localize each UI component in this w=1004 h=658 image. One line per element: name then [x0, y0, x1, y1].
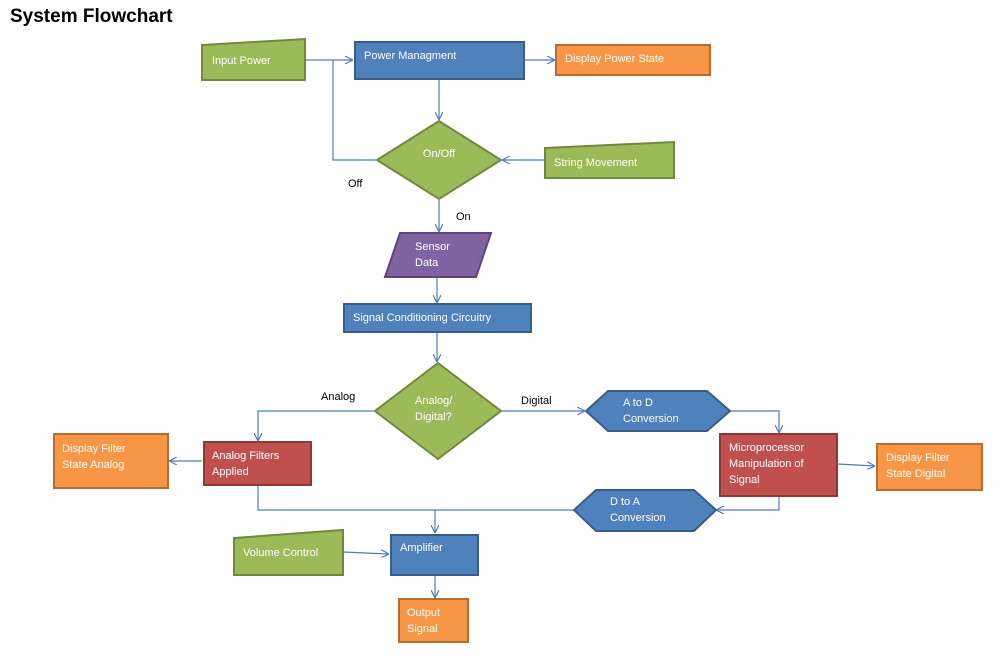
node-display-filter-analog-line1: Display Filter	[62, 443, 126, 455]
node-sensor-data-line2: Data	[415, 257, 439, 269]
node-on-off-decision: On/Off	[375, 119, 503, 201]
node-output-signal-line2: Signal	[407, 623, 438, 635]
node-display-filter-digital: Display Filter State Digital	[876, 443, 983, 491]
node-on-off-label: On/Off	[423, 148, 456, 160]
connectors	[170, 60, 874, 597]
node-sensor-data: Sensor Data	[383, 232, 493, 278]
edge-volume-to-amplifier	[342, 552, 388, 554]
edge-label-digital: Digital	[521, 395, 552, 407]
node-a-to-d-line2: Conversion	[623, 413, 679, 425]
node-d-to-a-line2: Conversion	[610, 512, 666, 524]
edge-label-analog: Analog	[321, 391, 355, 403]
node-power-management-label: Power Managment	[364, 50, 456, 62]
node-signal-conditioning-label: Signal Conditioning Circuitry	[353, 312, 492, 324]
node-analog-filters-line1: Analog Filters	[212, 450, 280, 462]
edge-micro-to-dtoa	[717, 497, 780, 510]
node-microprocessor-line1: Microprocessor	[729, 442, 805, 454]
node-sensor-data-line1: Sensor	[415, 241, 450, 253]
node-power-management: Power Managment	[354, 41, 525, 80]
page-title: System Flowchart	[10, 6, 173, 27]
node-d-to-a: D to A Conversion	[572, 489, 718, 532]
node-output-signal: Output Signal	[398, 598, 469, 643]
edge-label-on: On	[456, 211, 471, 223]
node-display-filter-digital-line1: Display Filter	[886, 452, 950, 464]
node-string-movement-label: String Movement	[554, 157, 637, 169]
node-analog-filters-line2: Applied	[212, 466, 249, 478]
node-display-filter-digital-line2: State Digital	[886, 468, 945, 480]
node-microprocessor: Microprocessor Manipulation of Signal	[719, 433, 838, 497]
node-input-power: Input Power	[201, 37, 306, 81]
node-analog-digital-line2: Digital?	[415, 411, 452, 423]
edge-analog-to-bus	[257, 486, 437, 511]
node-amplifier-label: Amplifier	[400, 542, 443, 554]
edge-onoff-off-loop	[332, 60, 376, 161]
edge-micro-to-display	[837, 464, 874, 466]
node-volume-control-label: Volume Control	[243, 547, 318, 559]
node-analog-filters: Analog Filters Applied	[203, 441, 312, 486]
node-output-signal-line1: Output	[407, 607, 440, 619]
node-display-power-state: Display Power State	[555, 44, 711, 76]
node-string-movement: String Movement	[544, 140, 675, 179]
node-a-to-d-line1: A to D	[623, 397, 653, 409]
edge-label-off: Off	[348, 178, 363, 190]
node-signal-conditioning: Signal Conditioning Circuitry	[343, 303, 532, 333]
node-display-filter-analog: Display Filter State Analog	[53, 433, 169, 489]
node-microprocessor-line2: Manipulation of	[729, 458, 805, 470]
node-input-power-label: Input Power	[212, 55, 271, 67]
node-display-filter-analog-line2: State Analog	[62, 459, 124, 471]
node-display-power-state-label: Display Power State	[565, 53, 664, 65]
node-d-to-a-line1: D to A	[610, 496, 641, 508]
node-analog-digital-decision: Analog/ Digital?	[373, 361, 503, 461]
node-a-to-d: A to D Conversion	[584, 390, 732, 432]
edge-decision-to-analog	[258, 410, 376, 440]
node-analog-digital-line1: Analog/	[415, 395, 453, 407]
edge-atod-to-micro	[730, 410, 779, 432]
node-amplifier: Amplifier	[390, 534, 479, 576]
node-volume-control: Volume Control	[233, 528, 344, 576]
node-microprocessor-line3: Signal	[729, 474, 760, 486]
